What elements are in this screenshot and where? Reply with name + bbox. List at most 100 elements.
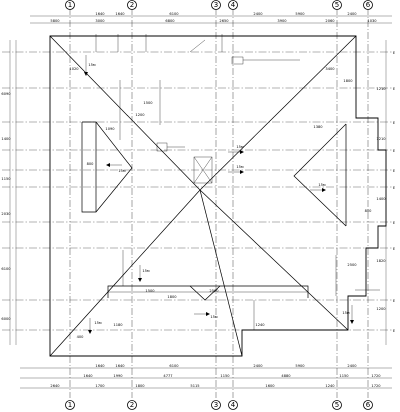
dimension-value: 1210	[376, 137, 386, 141]
axis-lines	[69, 8, 369, 398]
bottom-valley	[189, 285, 221, 301]
dimension-value: 1640	[115, 364, 125, 368]
hip-line	[199, 189, 349, 331]
dimension-value: 1200	[135, 113, 145, 117]
dimension-value: 1150	[1, 177, 11, 181]
axis-number: 4	[231, 1, 236, 9]
slope-marker: 15м	[310, 183, 326, 192]
dimension-value: 2640	[50, 384, 60, 388]
grid-marks: E E E E E E E E E E	[393, 51, 396, 333]
slope-marker: 15м	[84, 55, 96, 76]
dimension-value: 6000	[1, 317, 11, 321]
hip-line	[199, 189, 243, 357]
slope-label: 15м	[94, 321, 102, 325]
hip-line	[49, 35, 201, 191]
axis-number: 4	[231, 401, 236, 409]
dimension-value: 4777	[163, 374, 172, 378]
axis-number: 5	[335, 1, 339, 9]
dimension-value: 1200	[376, 307, 386, 311]
dimension-value: 2650	[219, 19, 229, 23]
grid-lines	[2, 51, 392, 331]
roof-hatch	[193, 156, 213, 184]
roof-hatch-cross	[193, 156, 213, 184]
axis-number: 5	[335, 401, 339, 409]
axis-number: 3	[214, 1, 218, 9]
dimension-value: 1400	[1, 137, 11, 141]
dimension-value: 1090	[105, 127, 115, 131]
dimension-value: 1640	[83, 374, 93, 378]
dimension-value: 1640	[95, 12, 105, 16]
arrow-head	[350, 320, 354, 324]
slope-label: 15м	[318, 183, 326, 187]
slope-label: 15м	[88, 63, 96, 67]
dimension-value: 1020	[69, 67, 79, 71]
dimension-value: 1150	[220, 374, 230, 378]
dimension-value: 6800	[165, 19, 175, 23]
axis-bubble	[363, 0, 373, 10]
grid-mark: E	[393, 221, 396, 225]
inner-dimensions: 1020 1200 1090 800 1500 1380 3400 1800 2…	[69, 67, 372, 339]
axis-bubbles-bottom: 1 2 3 4 5 6	[65, 400, 373, 410]
axis-number: 3	[214, 401, 218, 409]
arrow-head	[106, 163, 110, 167]
dimension-value: 6100	[1, 267, 11, 271]
roof-outline	[49, 35, 387, 357]
dimension-value: 1720	[371, 374, 381, 378]
dimension-value: 1240	[325, 384, 335, 388]
roof-ridges	[49, 35, 357, 357]
axis-bubbles-top: 1 2 3 4 5 6	[65, 0, 373, 10]
dimension-value: 1820	[376, 259, 386, 263]
grid-mark: E	[393, 149, 396, 153]
chimney-block	[231, 56, 244, 65]
slope-marker: 15м	[194, 312, 218, 319]
slope-marker: 15м	[228, 145, 244, 154]
axis-bubble	[127, 0, 137, 10]
axis-bubble	[211, 400, 221, 410]
inner-features	[95, 34, 380, 330]
top-dimensions: 1640 1640 6100 2400 5900 2400 5800 3000 …	[30, 12, 392, 24]
dimension-value: 800	[87, 162, 95, 166]
dimension-value: 1500	[145, 289, 155, 293]
slope-label: 15м	[342, 311, 350, 315]
dimension-value: 1380	[313, 125, 323, 129]
slope-label: 15м	[236, 145, 244, 149]
slope-marker: 15м	[342, 305, 354, 324]
dimension-value: 1180	[113, 323, 123, 327]
dimension-value: 3900	[277, 19, 287, 23]
slope-marker: 15м	[138, 265, 150, 282]
grid-mark: E	[393, 51, 396, 55]
dimension-value: 6090	[1, 92, 11, 96]
dimension-value: 1800	[343, 79, 353, 83]
axis-number: 2	[130, 1, 134, 9]
arrow-head	[84, 72, 88, 76]
grid-mark: E	[393, 169, 396, 173]
axis-bubble	[65, 400, 75, 410]
dimension-value: 1700	[95, 384, 105, 388]
dimension-value: 1030	[367, 19, 377, 23]
dimension-value: 2060	[325, 19, 335, 23]
axis-bubble	[228, 400, 238, 410]
dimension-value: 6100	[169, 12, 179, 16]
dimension-value: 1400	[376, 197, 386, 201]
axis-number: 1	[68, 401, 72, 409]
dimension-value: 800	[365, 209, 373, 213]
dimension-value: 1720	[371, 384, 381, 388]
dimension-value: 4880	[281, 374, 291, 378]
arrow-head	[138, 278, 142, 282]
dimension-value: 2400	[253, 364, 263, 368]
dimension-value: 1600	[265, 384, 275, 388]
grid-mark: E	[393, 247, 396, 251]
dimension-value: 5900	[295, 12, 305, 16]
dimension-value: 3400	[325, 67, 335, 71]
dimension-value: 1640	[115, 12, 125, 16]
dimension-value: 1800	[135, 384, 145, 388]
axis-bubble	[65, 0, 75, 10]
axis-bubble	[363, 400, 373, 410]
bottom-dimensions: 1640 1640 6100 2400 5900 2400 1640 1990 …	[20, 364, 392, 389]
axis-number: 1	[68, 1, 72, 9]
arrow-head	[206, 312, 210, 316]
axis-bubble	[228, 0, 238, 10]
slope-marker: 15м	[88, 318, 102, 334]
axis-number: 6	[366, 401, 371, 409]
